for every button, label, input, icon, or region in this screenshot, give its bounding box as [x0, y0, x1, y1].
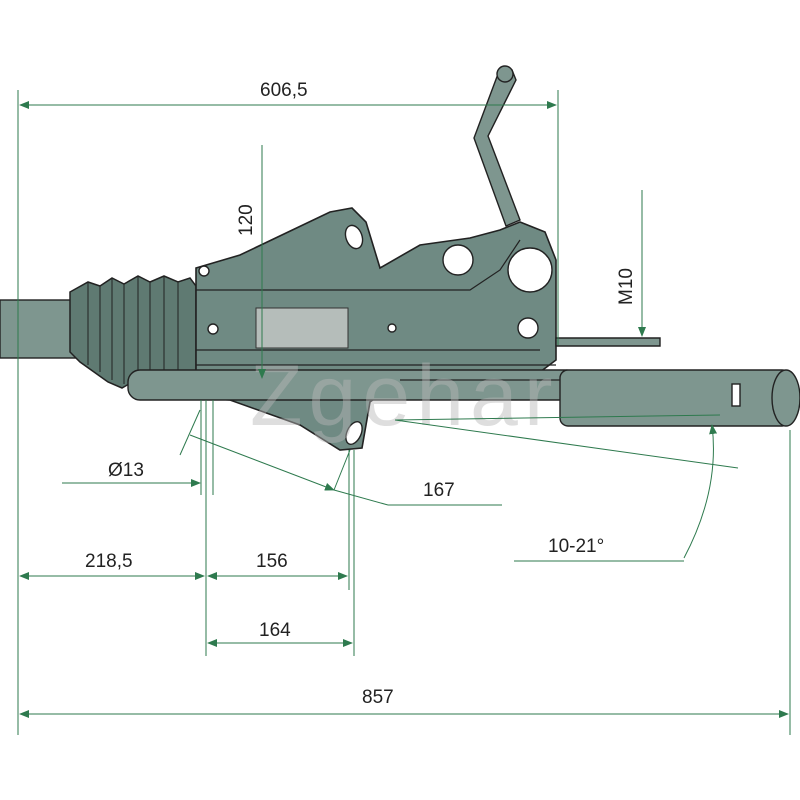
coupling-slot [731, 383, 741, 407]
small-hole-3 [207, 323, 219, 335]
label-857: 857 [362, 687, 394, 708]
label-156: 156 [256, 551, 288, 572]
label-angle: 10-21° [548, 536, 604, 557]
small-hole-4 [387, 323, 397, 333]
label-167: 167 [423, 480, 455, 501]
watermark: Zgehar [250, 348, 559, 444]
label-164: 164 [259, 620, 291, 641]
mounting-bracket [555, 337, 661, 347]
label-120: 120 [236, 204, 257, 236]
coupling-head-end [771, 369, 800, 427]
coupling-head [559, 369, 791, 427]
slot-hole-bottom [345, 421, 363, 445]
dimension-lines [17, 90, 791, 735]
slot-hole-top [344, 224, 364, 250]
tow-shaft [0, 299, 81, 359]
coupling-assembly [0, 65, 800, 451]
label-606: 606,5 [260, 80, 308, 101]
type-plate [255, 307, 349, 349]
dimension-labels: 606,5 120 M10 Ø13 167 10-21° 218,5 156 1… [85, 80, 637, 708]
small-hole-2 [198, 265, 210, 277]
round-hole-2 [507, 247, 553, 293]
label-d13: Ø13 [108, 460, 144, 481]
dim-line-167 [189, 434, 335, 491]
label-218: 218,5 [85, 551, 133, 572]
handle-lever [473, 69, 521, 227]
round-hole-1 [442, 244, 474, 276]
label-m10: M10 [616, 268, 637, 305]
handle-knob [496, 65, 514, 83]
angle-arc [683, 424, 718, 559]
small-hole-1 [517, 317, 539, 339]
